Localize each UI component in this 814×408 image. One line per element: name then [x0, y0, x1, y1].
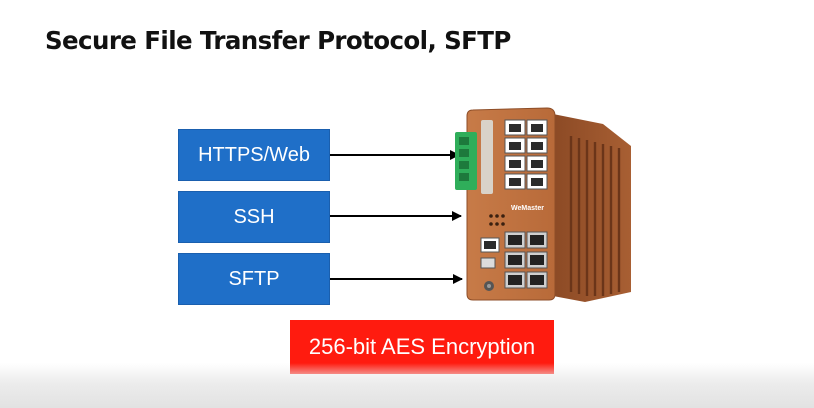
protocol-box-ssh: SSH	[178, 191, 330, 243]
protocol-label: HTTPS/Web	[198, 143, 310, 166]
bottom-gradient-bar	[0, 363, 814, 408]
protocol-label: SSH	[233, 205, 275, 228]
encryption-label: 256-bit AES Encryption	[308, 334, 536, 359]
slide-title: Secure File Transfer Protocol, SFTP	[45, 26, 511, 55]
protocol-label: SFTP	[228, 267, 280, 290]
protocol-box-https: HTTPS/Web	[178, 129, 330, 181]
industrial-switch-icon: WeMaster	[455, 107, 631, 302]
protocol-box-sftp: SFTP	[178, 253, 330, 305]
device-brand-label: WeMaster	[511, 205, 544, 212]
